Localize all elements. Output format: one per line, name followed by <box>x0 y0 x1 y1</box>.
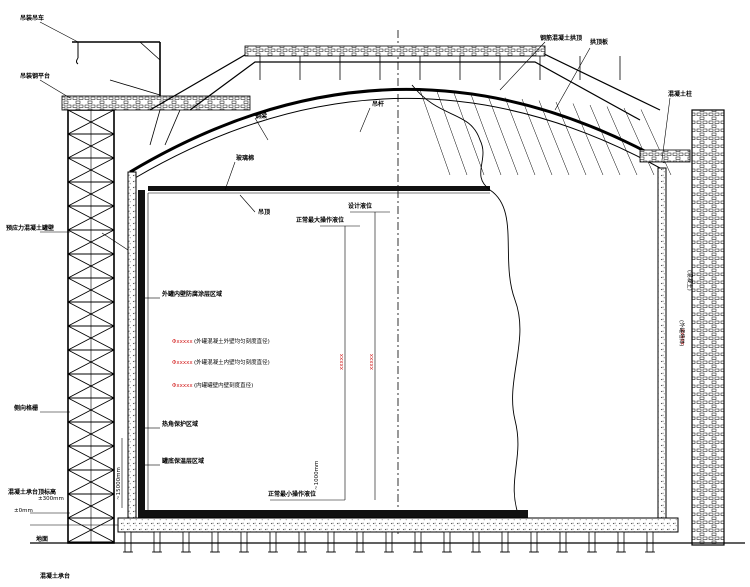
right-column <box>691 109 725 546</box>
label-beam: 钢梁 <box>255 112 267 120</box>
left-outer-wall <box>127 171 137 521</box>
elev-b: ±0mm <box>14 508 33 514</box>
bottom-slab <box>138 510 528 518</box>
label-scaffold: 混凝土柱 <box>668 90 692 98</box>
label-thermal-zone: 热角保护区域 <box>162 420 198 428</box>
elev-a: ±300mm <box>38 496 64 502</box>
right-label-b: (外罐墙体) <box>678 320 686 346</box>
right-label-a: (混凝土) <box>686 270 694 291</box>
tag-3: (内罐罐壁内壁刻度直径) <box>194 381 253 389</box>
steel-platform <box>61 95 251 146</box>
concrete-dome <box>129 87 672 179</box>
piles <box>123 531 655 553</box>
label-bottom: 混凝土承台 <box>40 572 70 580</box>
elev-c: 混凝土承台顶标高 <box>8 488 56 496</box>
break-line <box>489 189 521 521</box>
scaffold-tower <box>67 109 115 544</box>
red-code-3: Φxxxxx <box>172 383 193 389</box>
right-outer-wall <box>657 167 667 521</box>
tag-2: (外罐混凝土内壁均匀刻度直径) <box>194 358 270 366</box>
label-max-level: 正常最大操作液位 <box>296 216 344 224</box>
tag-1: (外罐混凝土外壁均匀刻度直径) <box>194 337 270 345</box>
label-crane: 吊装吊车 <box>20 14 44 22</box>
label-roof-plate: 拱顶板 <box>590 38 609 46</box>
foundation-slab <box>117 517 679 533</box>
label-cushion: 玻璃棉 <box>236 154 254 162</box>
label-bottom-zone: 罐底保温层区域 <box>161 457 204 465</box>
label-roof-concrete: 钢筋混凝土拱顶 <box>540 34 582 42</box>
red-code-2: Φxxxxx <box>172 360 193 366</box>
dim-left: ~15000mm <box>116 467 122 500</box>
red-v2: xxxxx <box>369 353 375 370</box>
label-susp: 吊顶 <box>258 208 270 216</box>
suspended-deck <box>148 186 490 191</box>
red-v1: xxxxx <box>339 353 345 370</box>
label-ground: 地面 <box>36 535 48 543</box>
label-min-level: 正常最小操作液位 <box>268 490 316 498</box>
red-code-1: Φxxxxx <box>172 339 193 345</box>
dim-mid: ~1000mm <box>314 461 320 490</box>
roof-truss <box>149 45 661 121</box>
label-inner-wall-zone: 外罐内壁防腐涂层区域 <box>161 290 222 298</box>
inner-tank-wall <box>138 190 145 520</box>
label-design-level: 设计液位 <box>348 202 372 210</box>
crane <box>72 41 161 105</box>
red-v3: xxxxx <box>680 328 686 345</box>
top-right-beam <box>639 149 691 163</box>
label-side-wall: 侧向格栅 <box>14 404 38 412</box>
label-prestress: 预应力混凝土罐壁 <box>6 224 54 232</box>
label-platform: 吊装钢平台 <box>20 72 50 80</box>
label-rod: 吊杆 <box>372 100 384 108</box>
